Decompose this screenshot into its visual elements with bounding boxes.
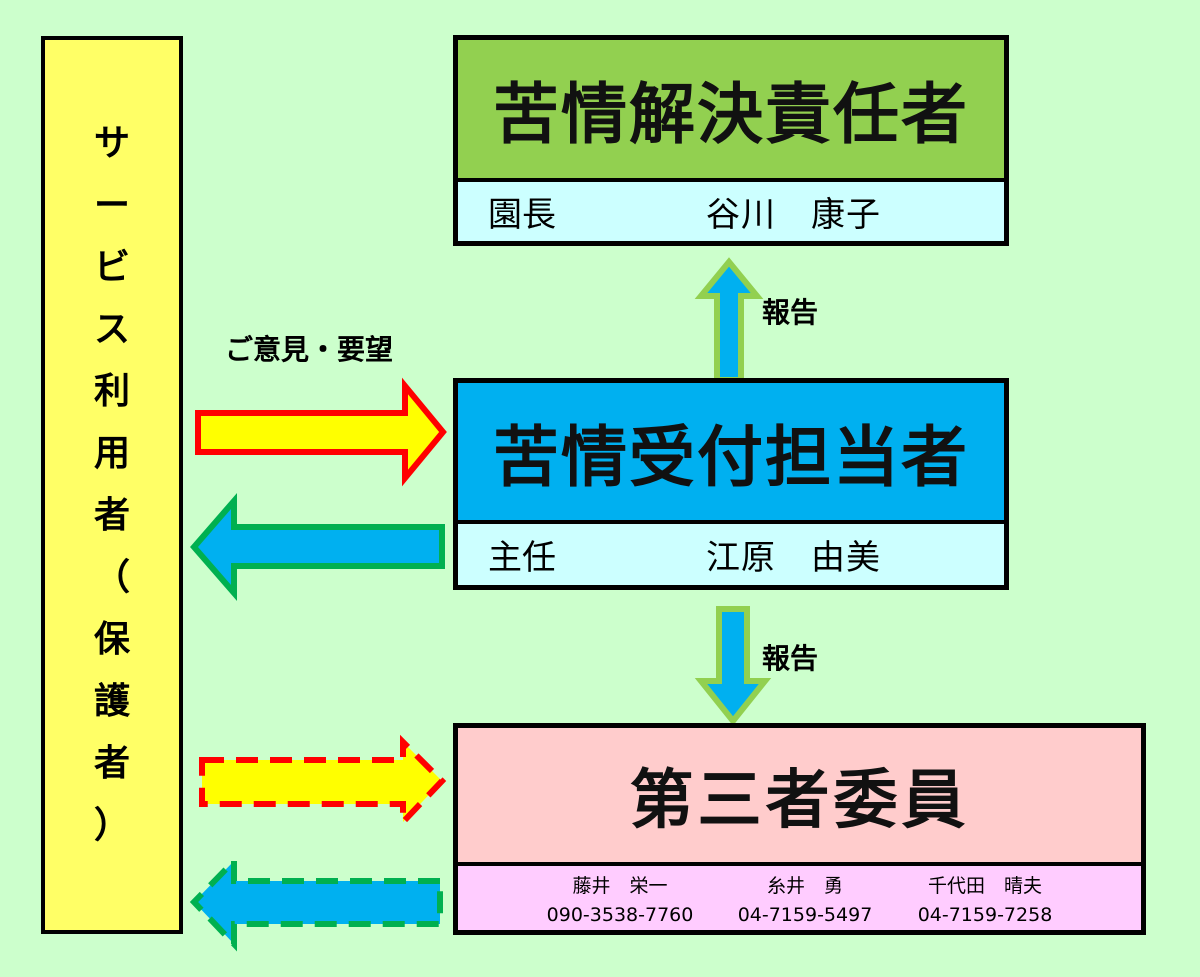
report-arrow-down (694, 606, 772, 726)
report-label-upper: 報告 (762, 296, 819, 329)
resolver-title: 苦情解決責任者 (458, 40, 1004, 178)
member-name: 藤井 栄一 (572, 875, 668, 897)
resolver-role: 園長 (488, 195, 556, 235)
user-box-char: 護 (93, 681, 130, 722)
user-box-char: 者 (93, 495, 130, 536)
user-box-char: ビ (93, 247, 130, 288)
opinion-label: ご意見・要望 (225, 333, 394, 366)
member-tel: 04-7159-5497 (737, 904, 873, 926)
receiver-name: 江原 由美 (706, 538, 881, 578)
user-box-char: ス (93, 309, 130, 350)
user-box-char: サ (93, 123, 130, 164)
member-name: 千代田 晴夫 (927, 875, 1042, 897)
receiver-title: 苦情受付担当者 (458, 383, 1004, 520)
member-name: 糸井 勇 (766, 875, 843, 897)
user-box-char: ー (93, 185, 130, 226)
user-box-char: 用 (93, 433, 130, 474)
member-tel: 04-7159-7258 (917, 904, 1053, 926)
request-arrow-right-dashed (199, 734, 447, 830)
user-box-char: 者 (93, 743, 130, 784)
third-party-members: 藤井 栄一 090-3538-7760 糸井 勇 04-7159-5497 千代… (458, 862, 1141, 930)
response-arrow-left-dashed (189, 853, 443, 952)
user-box-char: ） (93, 805, 130, 846)
report-arrow-up (694, 257, 764, 383)
third-party-title: 第三者委員 (458, 728, 1141, 862)
service-user-box: サービス利用者（保護者） (41, 36, 183, 934)
user-box-char: 保 (93, 619, 130, 660)
resolver-name: 谷川 康子 (706, 195, 881, 235)
receiver-person-row: 主任 江原 由美 (458, 520, 1004, 585)
user-box-char: 利 (93, 371, 130, 412)
request-arrow-right (195, 377, 447, 487)
complaint-receiver-box: 苦情受付担当者 主任 江原 由美 (453, 378, 1009, 590)
member-2: 糸井 勇 04-7159-5497 (720, 872, 890, 930)
report-label-lower: 報告 (762, 642, 819, 675)
resolver-person-row: 園長 谷川 康子 (458, 178, 1004, 241)
third-party-committee-box: 第三者委員 藤井 栄一 090-3538-7760 糸井 勇 04-7159-5… (453, 723, 1146, 935)
response-arrow-left (190, 492, 445, 602)
receiver-role: 主任 (488, 538, 556, 578)
member-tel: 090-3538-7760 (546, 904, 694, 926)
member-1: 藤井 栄一 090-3538-7760 (520, 872, 720, 930)
user-box-char: （ (93, 557, 130, 598)
member-3: 千代田 晴夫 04-7159-7258 (890, 872, 1080, 930)
complaint-resolver-box: 苦情解決責任者 園長 谷川 康子 (453, 35, 1009, 246)
